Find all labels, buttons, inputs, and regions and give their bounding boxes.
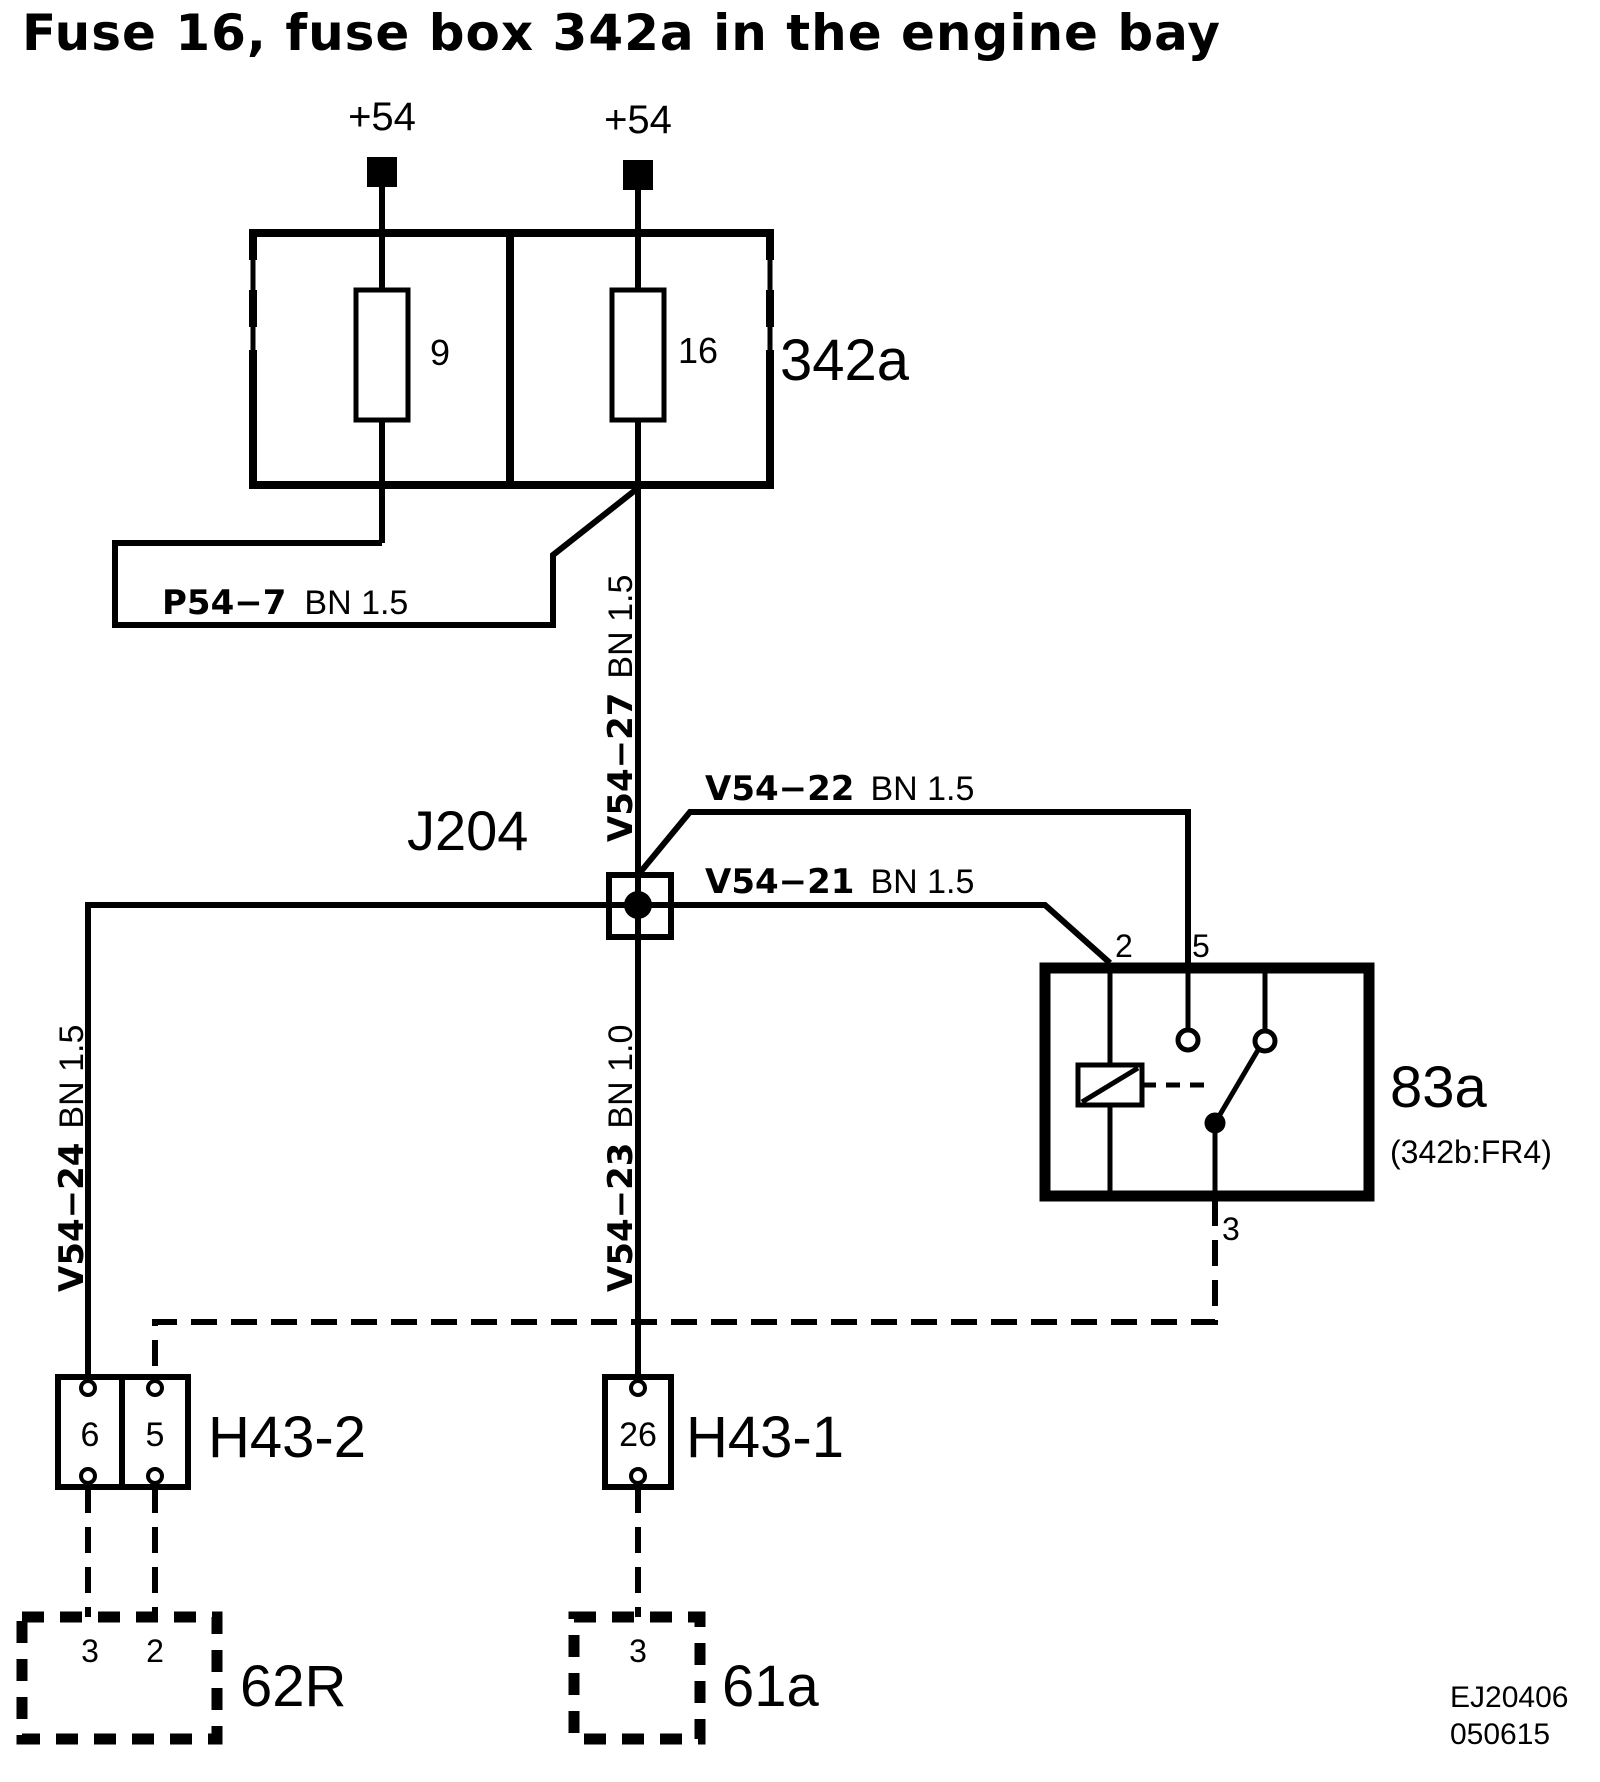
dashed-wires	[85, 1200, 1218, 1617]
relay-id: 83a	[1390, 1055, 1488, 1120]
h43-2-pin-5: 5	[146, 1416, 165, 1454]
relay-ref: (342b:FR4)	[1390, 1134, 1552, 1170]
wire-v54-24	[85, 902, 614, 1377]
connector-h43-1[interactable]	[602, 1374, 674, 1490]
fuse-16[interactable]	[609, 287, 667, 423]
supply-label-right: +54	[604, 98, 672, 142]
doc-date: 050615	[1450, 1718, 1550, 1751]
relay-pin-2: 2	[1115, 928, 1133, 964]
c62r-pin-2: 2	[146, 1633, 164, 1669]
page-title: Fuse 16, fuse box 342a in the engine bay	[22, 4, 1221, 62]
junction-dot	[624, 891, 652, 919]
relay-pin-5: 5	[1192, 928, 1210, 964]
fusebox-id: 342a	[780, 328, 910, 393]
wire-v54-21	[662, 902, 1112, 966]
wire-p54-7	[112, 485, 640, 628]
fuse-9-label: 9	[430, 332, 450, 373]
relay-pin-3: 3	[1222, 1211, 1240, 1247]
h43-2-pin-6: 6	[81, 1416, 100, 1454]
h43-2-label: H43-2	[208, 1405, 366, 1470]
doc-code: EJ20406	[1450, 1681, 1568, 1714]
fusebox-342a-frame	[249, 229, 774, 489]
label-v54-24: V54−24BN 1.5	[52, 1025, 92, 1292]
wire-relay-to-h43-2	[152, 1200, 1218, 1377]
wire-v54-22	[635, 809, 1191, 1029]
supply-terminal-left[interactable]	[367, 157, 397, 187]
h43-1-pin-26: 26	[619, 1416, 657, 1454]
label-v54-23: V54−23BN 1.0	[601, 1025, 641, 1292]
c61a-label: 61a	[722, 1654, 820, 1719]
supply-label-left: +54	[348, 95, 416, 139]
c62r-pin-3: 3	[81, 1633, 99, 1669]
connector-h43-2[interactable]	[55, 1374, 191, 1490]
h43-1-label: H43-1	[686, 1405, 844, 1470]
fuse-9[interactable]	[353, 287, 411, 423]
fuse-16-label: 16	[678, 330, 718, 371]
c61a-pin-3: 3	[629, 1633, 647, 1669]
label-v54-27: V54−27BN 1.5	[601, 575, 641, 842]
junction-j204-label: J204	[407, 799, 528, 862]
c62r-label: 62R	[240, 1654, 346, 1719]
relay-internals	[1075, 963, 1278, 1196]
component-61a[interactable]	[568, 1611, 706, 1745]
supply-terminal-right[interactable]	[623, 160, 653, 190]
component-62r[interactable]	[16, 1611, 223, 1745]
